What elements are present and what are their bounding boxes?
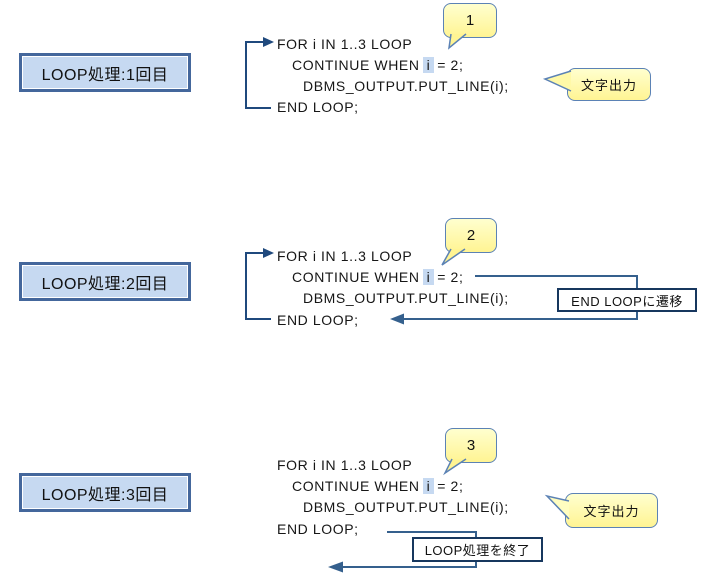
exit-arrowhead-section3 (328, 561, 343, 573)
loop-arrowhead-section2 (263, 248, 274, 258)
loop-bracket-section1 (245, 37, 274, 109)
code-output-line-3: DBMS_OUTPUT.PUT_LINE(i); (303, 499, 509, 515)
iteration-label-3: LOOP処理:3回目 (19, 473, 191, 512)
loop-variable-highlight: i (422, 478, 435, 494)
iteration-label-3-text: LOOP処理:3回目 (41, 486, 169, 504)
loop-variable-highlight: i (422, 269, 435, 285)
step-number-callout-3: 3 (445, 428, 497, 463)
output-callout-3: 文字出力 (565, 493, 658, 528)
output-callout-1: 文字出力 (567, 68, 651, 101)
step-number-callout-2: 2 (445, 218, 497, 253)
loop-bracket-section2 (245, 248, 274, 320)
code-output-line-2: DBMS_OUTPUT.PUT_LINE(i); (303, 290, 509, 306)
code-for-line-2: FOR i IN 1..3 LOOP (277, 248, 413, 264)
end-annotation-box: LOOP処理を終了 (412, 537, 543, 562)
code-endloop-line-1: END LOOP; (277, 99, 359, 115)
code-endloop-line-3: END LOOP; (277, 521, 359, 537)
iteration-label-1: LOOP処理:1回目 (19, 53, 191, 92)
loop-arrowhead-section1 (263, 37, 274, 47)
code-output-line-1: DBMS_OUTPUT.PUT_LINE(i); (303, 78, 509, 94)
loop-variable-highlight: i (422, 57, 435, 73)
iteration-label-2-text: LOOP処理:2回目 (41, 275, 169, 293)
code-for-line-1: FOR i IN 1..3 LOOP (277, 36, 413, 52)
code-endloop-line-2: END LOOP; (277, 312, 359, 328)
iteration-label-1-text: LOOP処理:1回目 (41, 66, 169, 84)
iteration-label-2: LOOP処理:2回目 (19, 262, 191, 301)
code-for-line-3: FOR i IN 1..3 LOOP (277, 457, 413, 473)
step-number-callout-1: 1 (443, 3, 497, 38)
jump-arrowhead-section2 (390, 313, 404, 325)
jump-annotation-box: END LOOPに遷移 (557, 288, 697, 312)
